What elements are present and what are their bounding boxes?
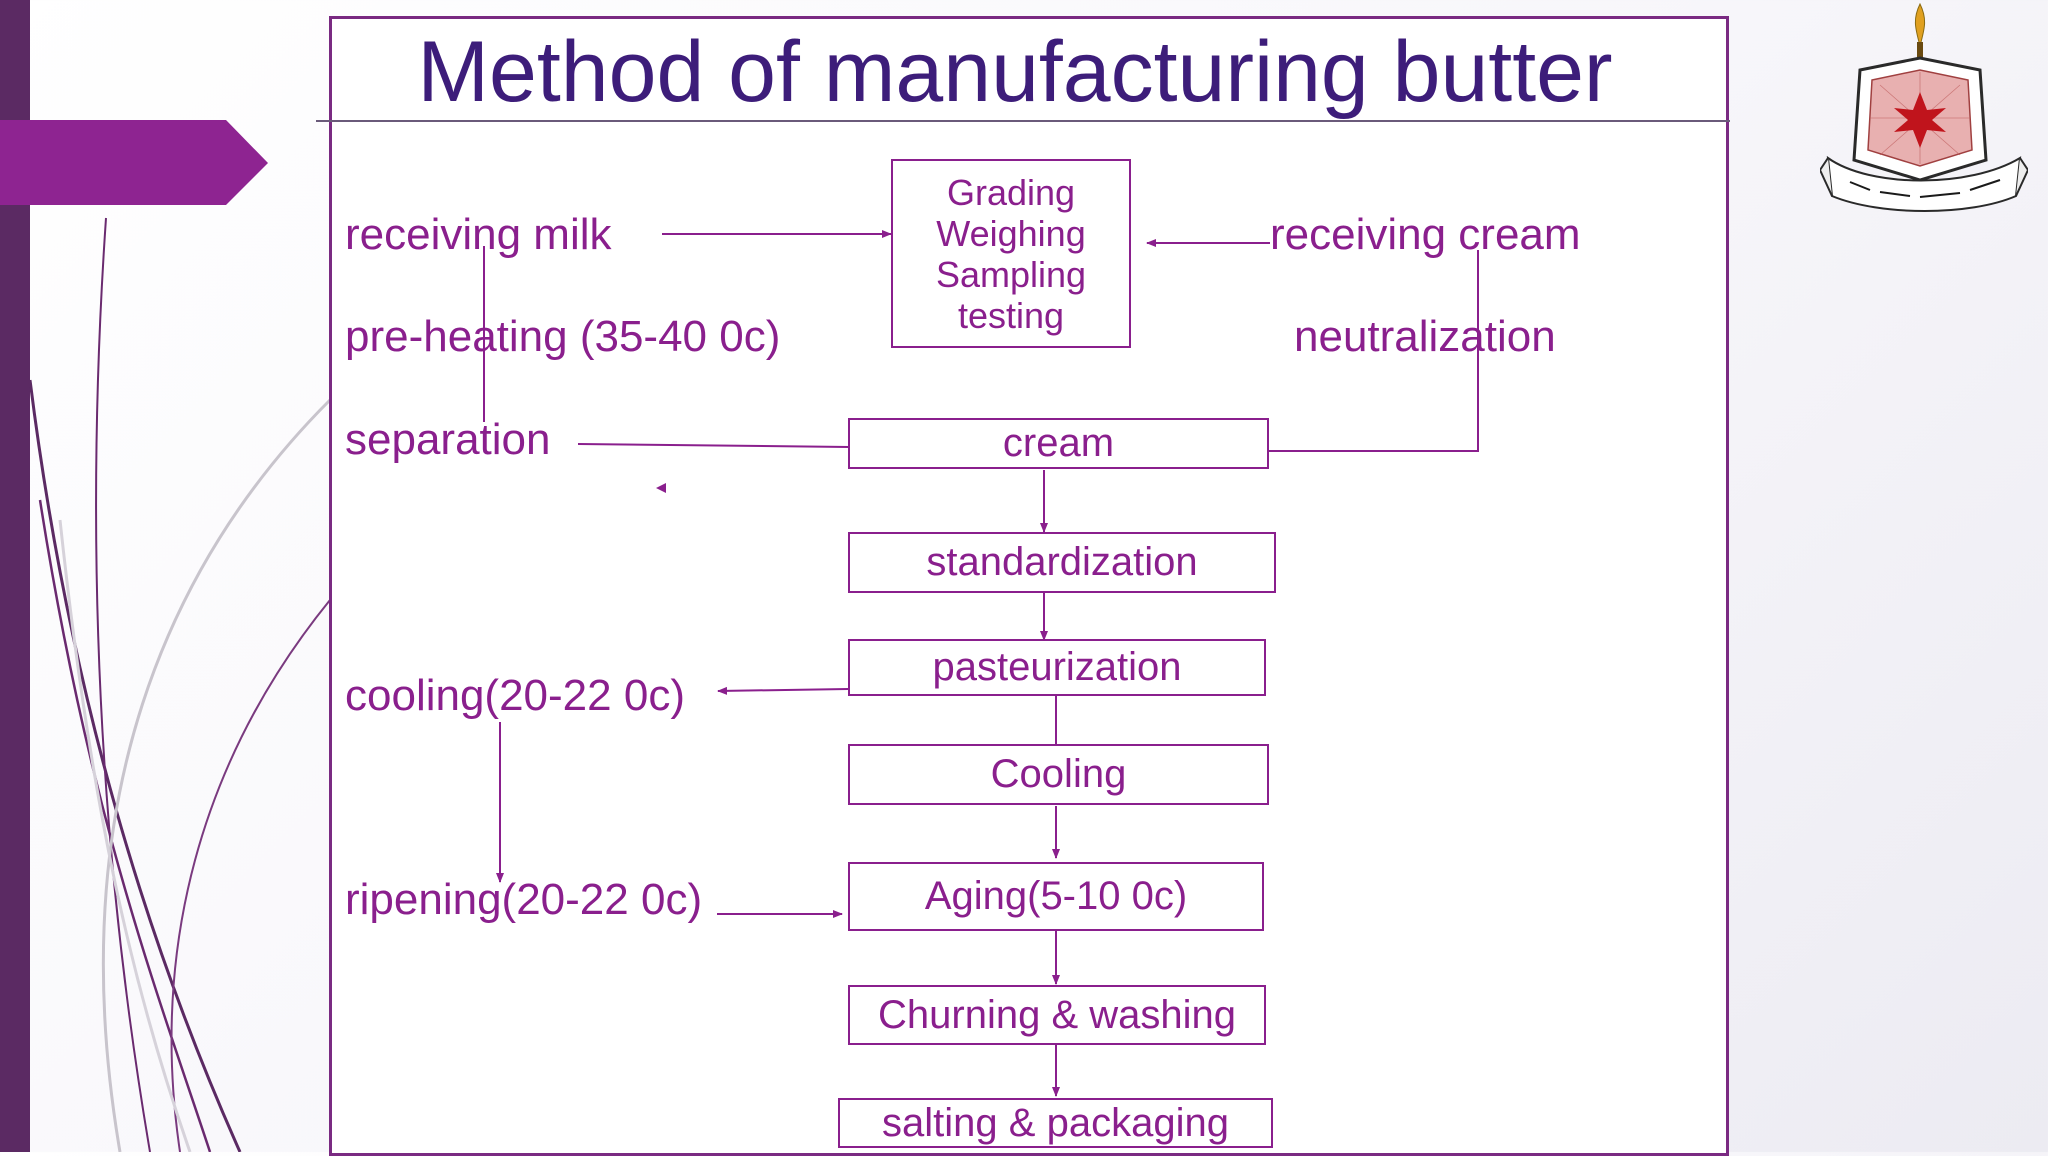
swoosh-line: [28, 379, 242, 1152]
label-cooling-left: cooling(20-22 0c): [345, 671, 685, 720]
step-standardization: standardization: [848, 532, 1276, 593]
label-pre-heating: pre-heating (35-40 0c): [345, 312, 781, 361]
intake-line-grading: Grading: [946, 171, 1076, 213]
label-separation: separation: [345, 415, 551, 464]
label-ripening: ripening(20-22 0c): [345, 875, 703, 924]
label-receiving-milk: receiving milk: [345, 210, 612, 259]
swoosh-line: [38, 499, 212, 1152]
star-icon: [1894, 92, 1946, 148]
intake-line-sampling: Sampling: [935, 253, 1087, 295]
step-pasteurization: pasteurization: [848, 639, 1266, 696]
step-cooling: Cooling: [848, 744, 1269, 805]
step-salting-packaging: salting & packaging: [838, 1098, 1273, 1148]
swoosh-line: [58, 519, 192, 1152]
step-aging: Aging(5-10 0c): [848, 862, 1264, 931]
title-divider: [316, 120, 1730, 122]
label-receiving-cream: receiving cream: [1270, 210, 1581, 259]
intake-box: Grading Weighing Sampling testing: [891, 159, 1131, 348]
university-crest-logo: [1820, 2, 2028, 212]
intake-line-testing: testing: [957, 294, 1065, 336]
title-tab-shape: [0, 120, 268, 205]
step-churning-washing: Churning & washing: [848, 985, 1266, 1045]
swoosh-line: [95, 217, 151, 1152]
intake-line-weighing: Weighing: [936, 212, 1086, 254]
slide-title: Method of manufacturing butter: [417, 24, 1613, 120]
step-cream: cream: [848, 418, 1269, 469]
flame-icon: [1914, 2, 1926, 47]
swoosh-line: [101, 398, 332, 1152]
label-neutralization: neutralization: [1294, 312, 1556, 361]
swoosh-line: [170, 599, 331, 1152]
